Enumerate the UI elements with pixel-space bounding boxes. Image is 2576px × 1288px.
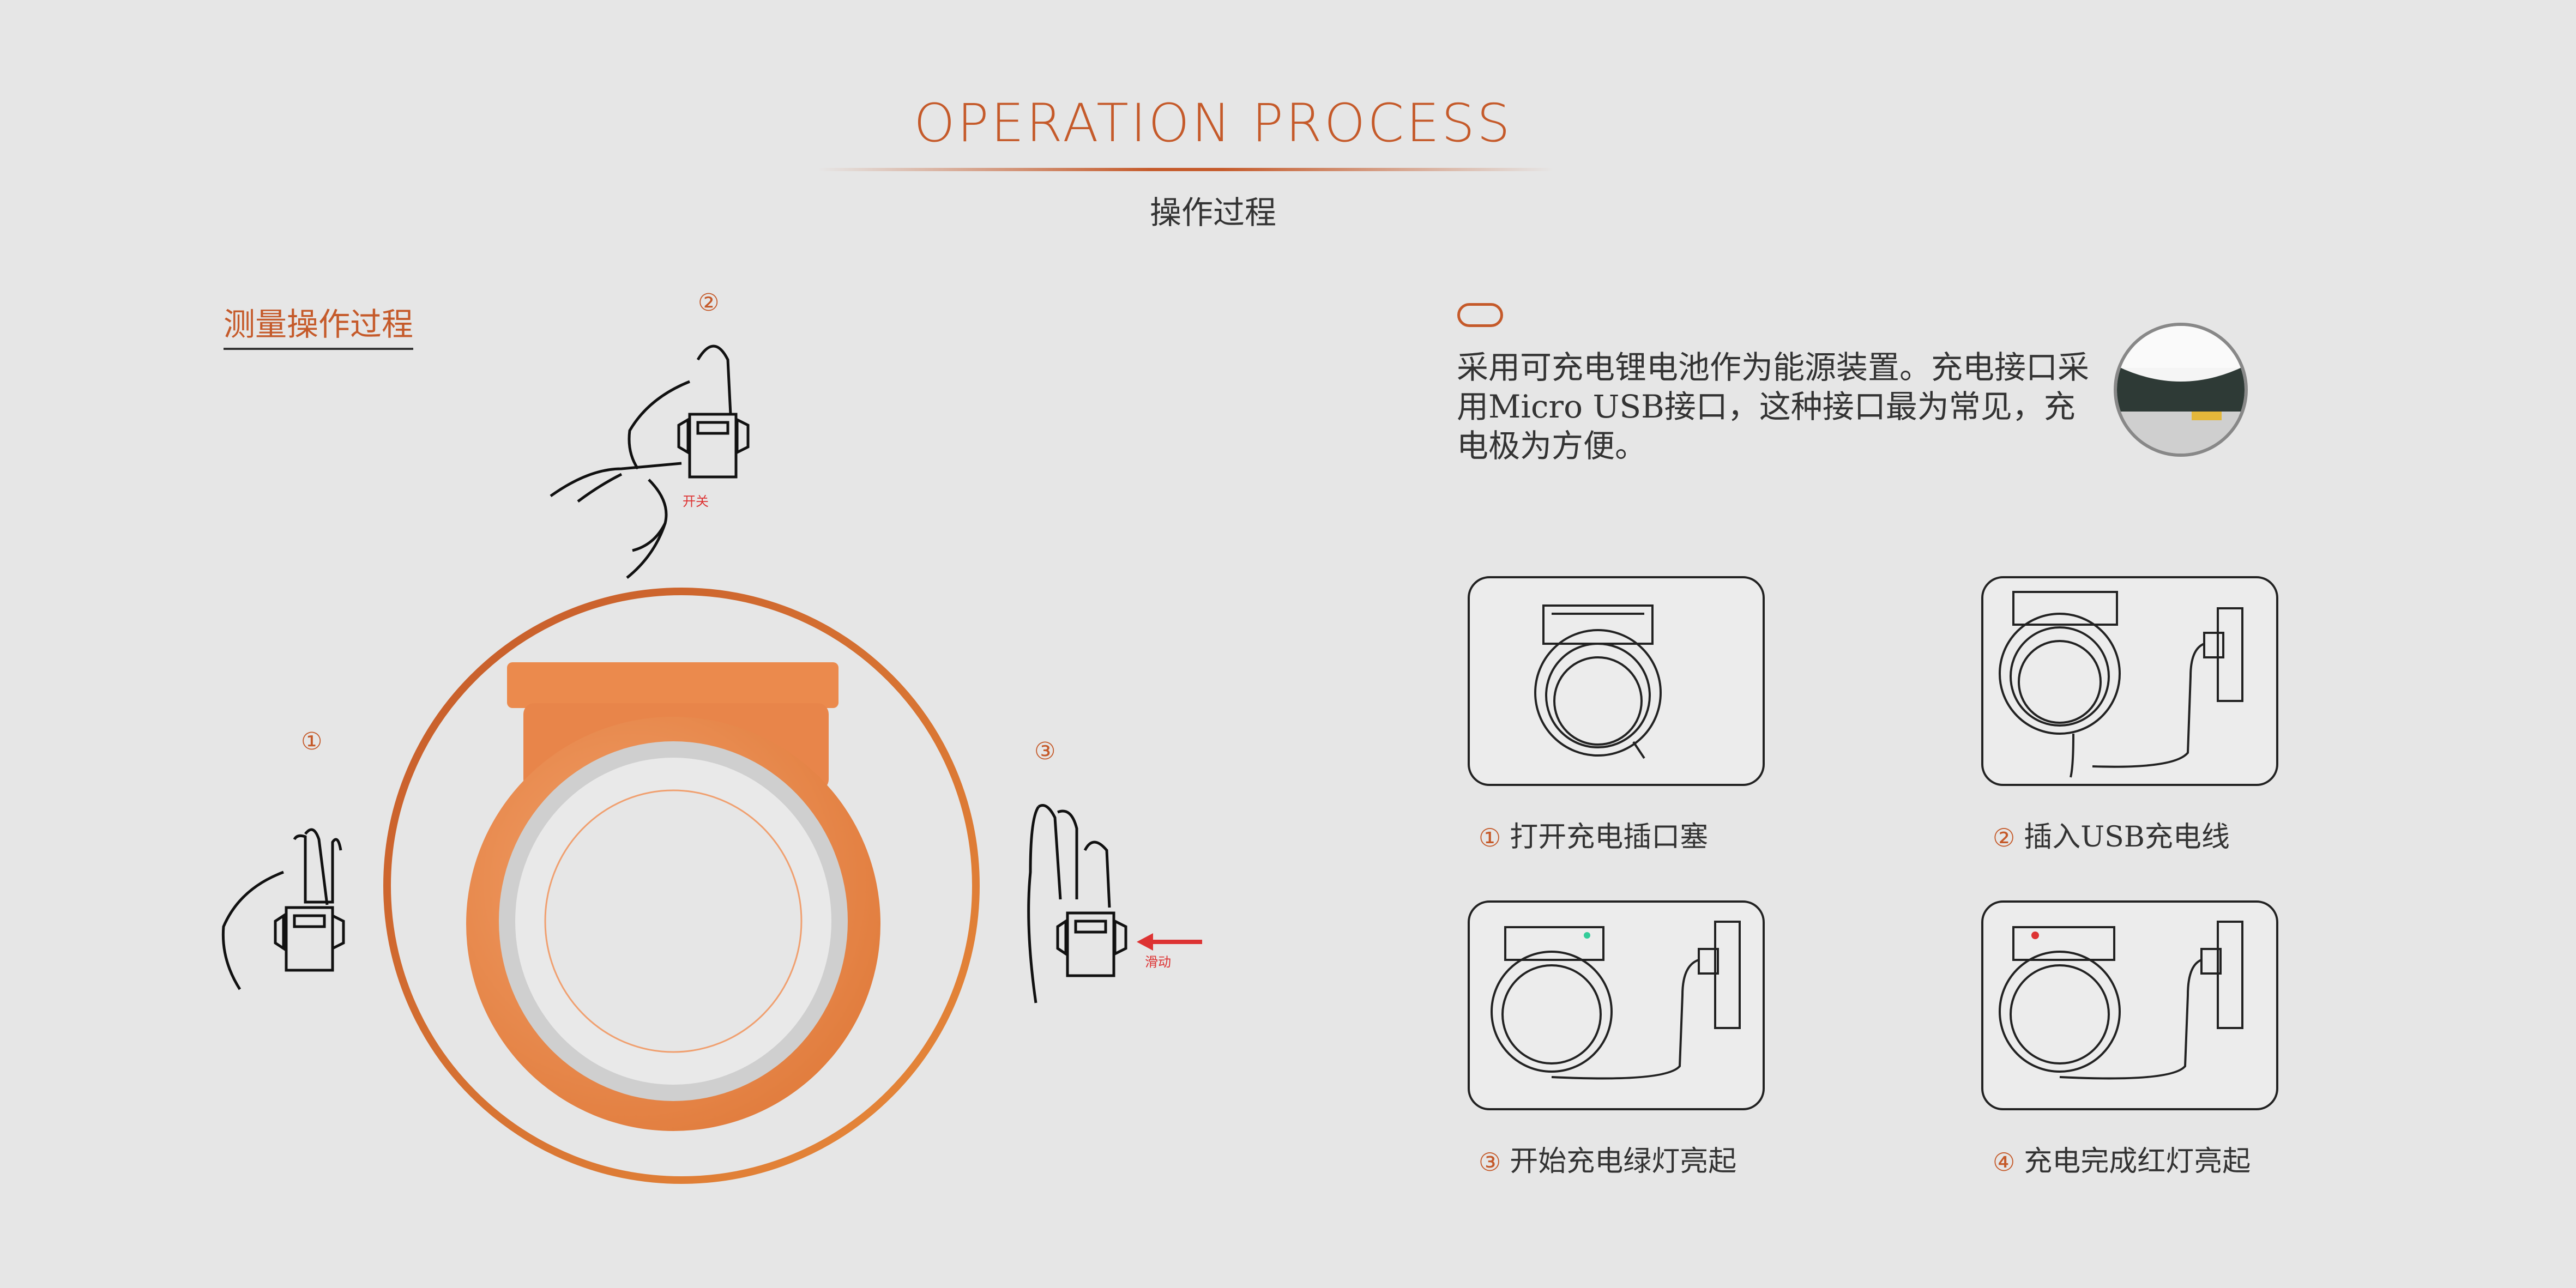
charging-step-4-illustration: [1999, 921, 2243, 1080]
charging-step-1-illustration: [1534, 604, 1662, 759]
page-subtitle: 操作过程: [1149, 194, 1276, 231]
charging-step-1-panel: [1468, 576, 1765, 786]
slide-tag: 滑动: [1145, 954, 1171, 970]
accent-pill-marker: [1457, 303, 1503, 327]
charging-step-2-label: 插入USB充电线: [2024, 821, 2230, 854]
charging-step-4-label: 充电完成红灯亮起: [2024, 1145, 2251, 1178]
measure-step-1-number: ①: [301, 728, 323, 755]
hand-illustration-1: [221, 828, 345, 990]
title-divider: [818, 168, 1554, 171]
hand-illustration-3: [1027, 804, 1127, 1003]
measure-step-3-number: ③: [1034, 737, 1056, 765]
charging-description: 采用可充电锂电池作为能源装置。充电接口采用Micro USB接口，这种接口最为常…: [1457, 349, 2090, 464]
switch-tag: 开关: [683, 494, 709, 509]
measure-step-2-number: ②: [698, 289, 720, 317]
charging-step-3-panel: [1468, 900, 1765, 1110]
page-title: OPERATION PROCESS: [914, 93, 1512, 154]
charging-step-4-panel: [1981, 900, 2278, 1110]
charging-step-3-caption: ③ 开始充电绿灯亮起: [1479, 1138, 1736, 1179]
charging-step-2-number: ②: [1993, 823, 2016, 852]
charging-step-4-caption: ④ 充电完成红灯亮起: [1993, 1138, 2251, 1179]
charging-step-4-number: ④: [1993, 1147, 2016, 1177]
charging-step-1-number: ①: [1479, 823, 1501, 852]
charging-step-3-number: ③: [1479, 1147, 1501, 1177]
charging-step-3-illustration: [1491, 921, 1741, 1080]
device-render: [466, 662, 880, 1131]
usb-port-detail-image: [2114, 323, 2248, 457]
hand-illustration-2: [550, 344, 750, 579]
charging-step-2-caption: ② 插入USB充电线: [1993, 814, 2230, 855]
charging-step-2-illustration: [1999, 591, 2243, 778]
charging-step-2-panel: [1981, 576, 2278, 786]
section-label-measure: 测量操作过程: [224, 299, 414, 350]
charging-step-1-label: 打开充电插口塞: [1510, 821, 1709, 854]
device-circle-frame: [383, 588, 980, 1184]
charging-step-3-label: 开始充电绿灯亮起: [1510, 1145, 1737, 1178]
slide-arrow-icon: [1137, 933, 1202, 951]
charging-step-1-caption: ① 打开充电插口塞: [1479, 814, 1708, 855]
